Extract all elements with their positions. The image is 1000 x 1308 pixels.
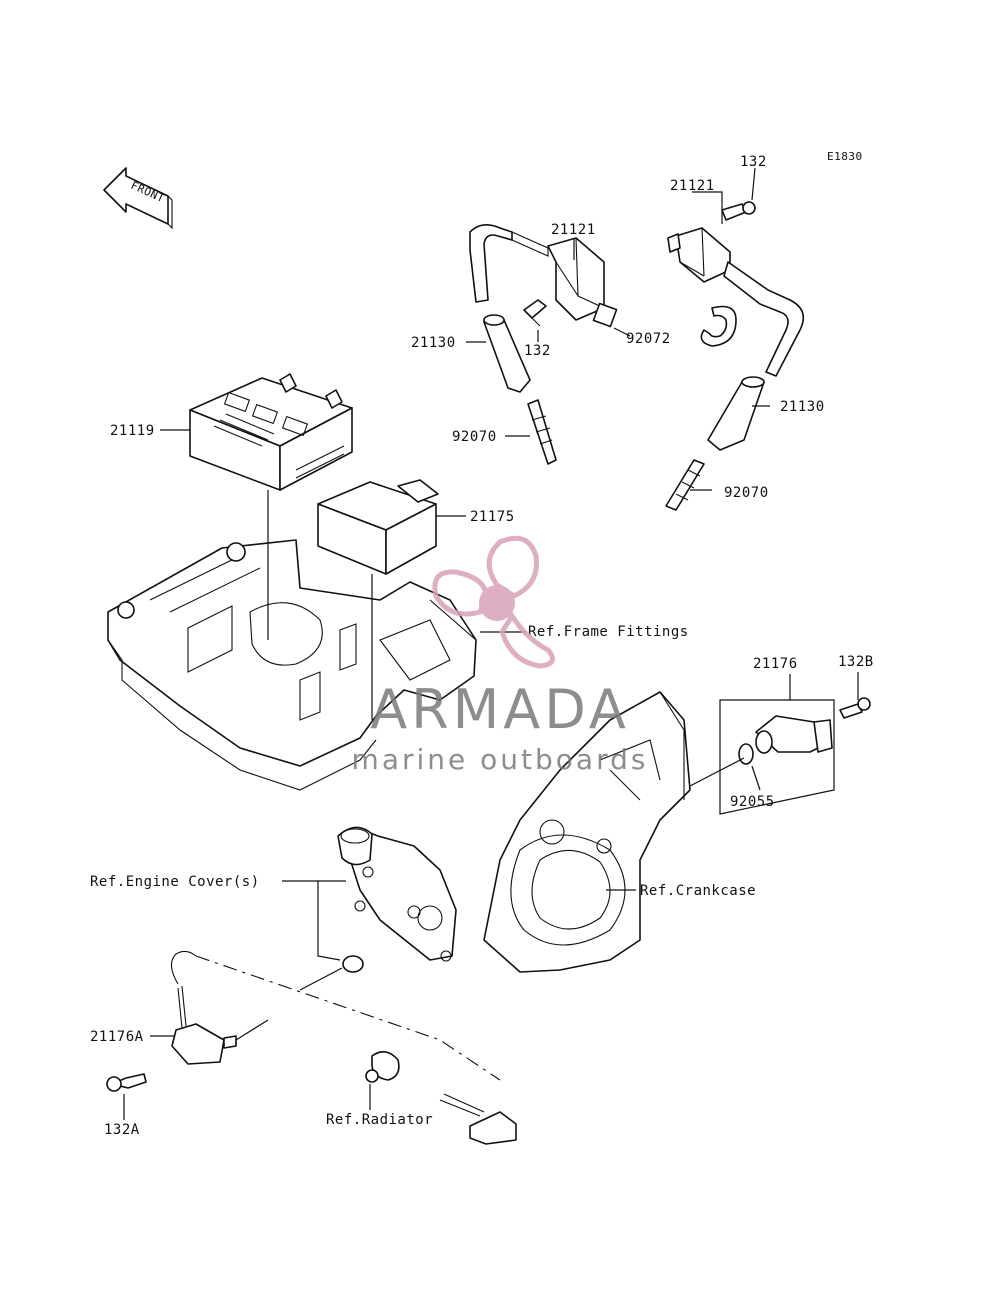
leader-lines [123, 167, 859, 1120]
front-arrow-icon: FRONT [103, 167, 173, 230]
plug-cap-left [483, 314, 531, 393]
label-92070-left: 92070 [452, 429, 497, 445]
plug-cap-right [707, 376, 765, 451]
label-132-top: 132 [740, 154, 767, 170]
watermark-tagline: marine outboards [352, 743, 649, 776]
spark-plug-right [665, 459, 705, 511]
ecu-21119 [189, 373, 353, 491]
label-21176A: 21176A [90, 1029, 144, 1045]
bolt-132-mid [523, 299, 547, 327]
sensor-21176 [755, 715, 833, 754]
ref-radiator: Ref.Radiator [326, 1112, 433, 1128]
engine-cover [337, 826, 457, 962]
propeller-logo-icon [432, 535, 555, 669]
ignition-coil-right [667, 227, 805, 377]
regulator-21175 [317, 479, 439, 575]
clamp-92072 [700, 305, 737, 347]
radiator-clamp [365, 1051, 400, 1083]
o-ring-cover [342, 955, 364, 973]
label-92072: 92072 [626, 331, 671, 347]
bolt-132-top [721, 201, 756, 221]
bolt-132A [106, 1073, 147, 1092]
watermark: ARMADA marine outboards [352, 535, 649, 776]
ref-engine-covers: Ref.Engine Cover(s) [90, 874, 260, 890]
label-92055: 92055 [730, 794, 775, 810]
label-132-mid: 132 [524, 343, 551, 359]
o-ring-92055 [738, 743, 754, 765]
sensor-21176A [170, 950, 237, 1065]
crankcase [483, 691, 691, 973]
label-21176: 21176 [753, 656, 798, 672]
label-21121-right: 21121 [670, 178, 715, 194]
ref-frame-fittings: Ref.Frame Fittings [528, 624, 689, 640]
label-21119: 21119 [110, 423, 155, 439]
watermark-brand: ARMADA [370, 678, 630, 741]
bolt-132B [839, 697, 871, 719]
spark-plug-left [527, 399, 557, 465]
label-132A: 132A [104, 1122, 140, 1138]
ref-crankcase: Ref.Crankcase [640, 883, 756, 899]
label-21121-left: 21121 [551, 222, 596, 238]
label-21130-left: 21130 [411, 335, 456, 351]
connector [439, 1093, 517, 1145]
diagram-code: E1830 [827, 150, 863, 163]
frame-tray [107, 539, 477, 791]
ignition-coil-left [469, 224, 618, 328]
dashed-wire-path [195, 955, 501, 1081]
label-21175: 21175 [470, 509, 515, 525]
label-21130-right: 21130 [780, 399, 825, 415]
label-92070-right: 92070 [724, 485, 769, 501]
label-132B: 132B [838, 654, 874, 670]
